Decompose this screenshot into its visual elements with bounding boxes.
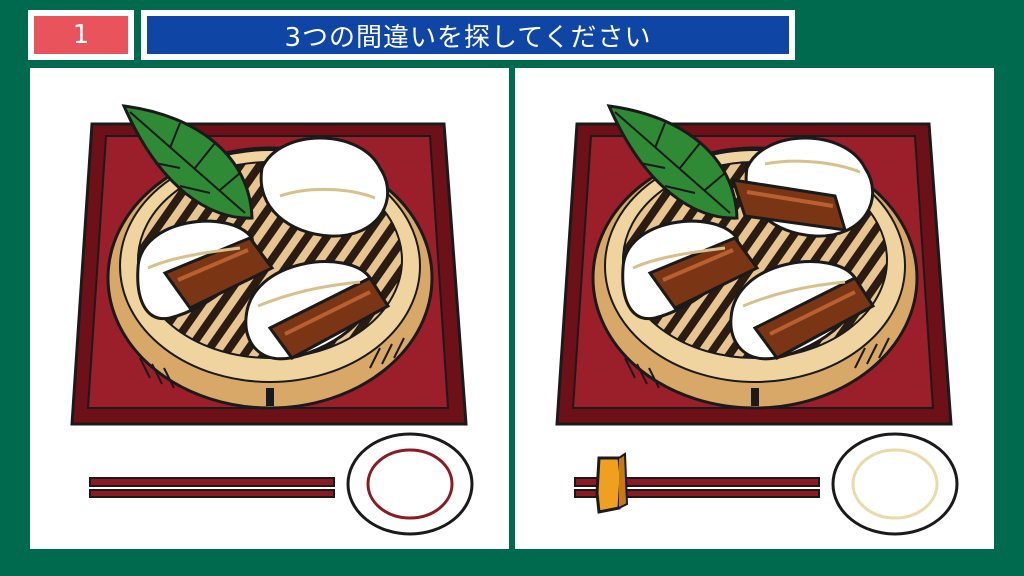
puzzle-number-badge: 1 xyxy=(28,10,134,60)
bun-bottom-with-pork xyxy=(244,260,391,361)
chopstick-rest xyxy=(595,452,629,514)
bun-top-right-with-pork xyxy=(730,136,875,238)
left-illustration[interactable] xyxy=(30,68,509,549)
instruction-text: 3つの間違いを探してください xyxy=(147,16,789,54)
bun-top-right xyxy=(259,136,390,238)
left-image-panel[interactable] xyxy=(30,68,509,549)
sauce-dish xyxy=(346,432,474,536)
chopsticks xyxy=(89,477,335,498)
bun-bottom-with-pork xyxy=(729,260,876,361)
puzzle-number: 1 xyxy=(34,16,128,54)
right-illustration[interactable] xyxy=(515,68,994,549)
right-image-panel[interactable] xyxy=(515,68,994,549)
sauce-dish xyxy=(831,432,959,536)
bun-left-with-pork xyxy=(621,219,760,321)
chopsticks xyxy=(574,477,820,498)
bun-left-with-pork xyxy=(136,219,275,321)
leaf xyxy=(121,104,254,220)
instruction-banner: 3つの間違いを探してください xyxy=(141,10,795,60)
leaf xyxy=(606,104,739,220)
